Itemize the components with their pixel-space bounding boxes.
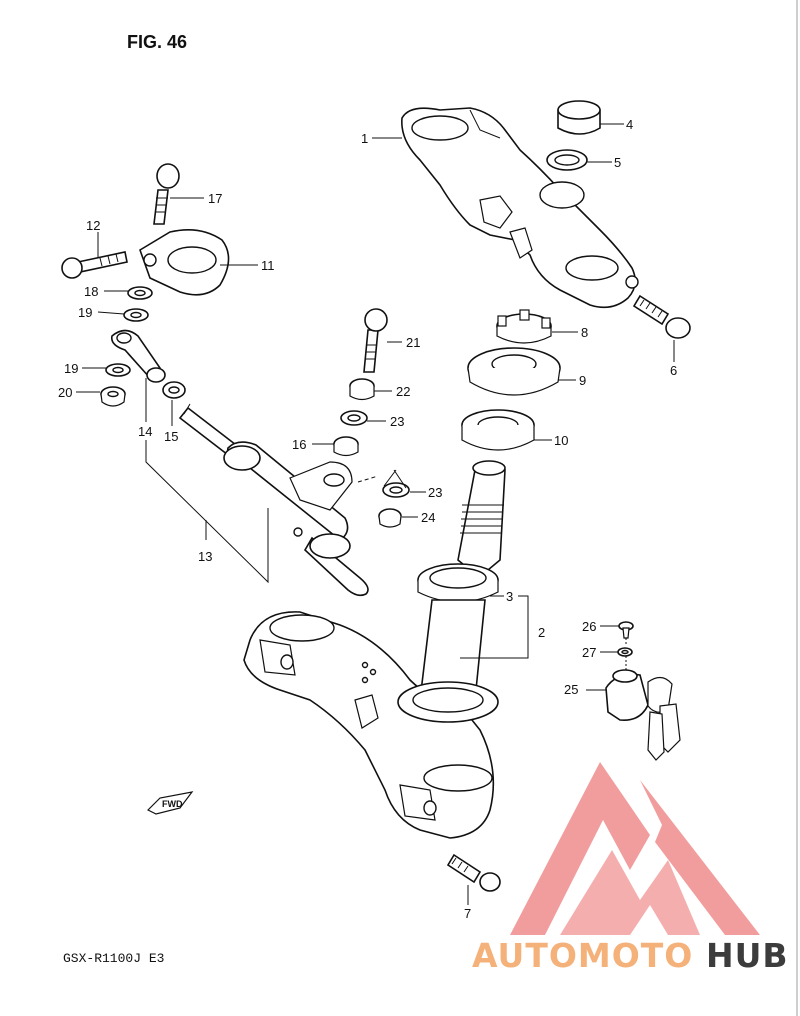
callout-26: 26: [582, 619, 596, 634]
part-bolt-21: [363, 308, 388, 373]
callout-23-lower: 23: [428, 485, 442, 500]
callout-9: 9: [579, 373, 586, 388]
part-washer-5: [546, 149, 588, 171]
callout-19-lower: 19: [64, 361, 78, 376]
callout-4: 4: [626, 117, 633, 132]
part-upper-bracket: [401, 107, 639, 309]
callout-10: 10: [554, 433, 568, 448]
callout-20: 20: [58, 385, 72, 400]
callout-1: 1: [361, 131, 368, 146]
callout-17: 17: [208, 191, 222, 206]
callout-7: 7: [464, 906, 471, 921]
part-washer-23a: [340, 410, 368, 426]
callout-3: 3: [506, 589, 513, 604]
part-washer-18: [127, 286, 153, 300]
callout-21: 21: [406, 335, 420, 350]
callout-15: 15: [164, 429, 178, 444]
callout-16: 16: [292, 437, 306, 452]
callout-18: 18: [84, 284, 98, 299]
fwd-marker-label: FWD: [162, 799, 183, 809]
callouts: 1 2 3 4 5 6 7 8 9 10 11 12 13 14 15 16 1…: [58, 117, 677, 921]
part-steering-stem: [417, 460, 506, 701]
part-steering-damper: [178, 403, 369, 597]
callout-23-upper: 23: [390, 414, 404, 429]
callout-11: 11: [261, 258, 275, 273]
part-bushing-16: [333, 436, 359, 457]
callout-5: 5: [614, 155, 621, 170]
watermark-text-prefix: AUTOMOTO: [472, 936, 693, 975]
callout-24: 24: [421, 510, 435, 525]
leader-lines: [76, 123, 675, 905]
part-nut-20: [100, 386, 126, 407]
callout-13: 13: [198, 549, 212, 564]
watermark-triangle-icon-2: [640, 780, 760, 935]
part-steering-lock: [605, 669, 681, 761]
callout-22: 22: [396, 384, 410, 399]
part-washer-27: [617, 647, 633, 657]
part-bolt-6: [632, 294, 691, 339]
callout-6: 6: [670, 363, 677, 378]
watermark-logo: [510, 762, 760, 935]
fwd-marker: FWD: [146, 791, 194, 815]
callout-25: 25: [564, 682, 578, 697]
callout-2: 2: [538, 625, 545, 640]
part-collar-22: [349, 378, 375, 401]
part-cap: [557, 100, 601, 135]
watermark-triangle-icon: [510, 762, 650, 935]
part-dust-seal: [467, 347, 561, 396]
callout-12: 12: [86, 218, 100, 233]
watermark-text-suffix: HUB: [706, 936, 789, 975]
part-nut-15: [162, 381, 186, 399]
part-nut-24: [378, 508, 402, 528]
watermark-triangle-icon-3: [560, 850, 700, 935]
part-washer-23b: [382, 482, 410, 498]
part-bolt-7: [446, 853, 501, 892]
part-bolt-17: [153, 163, 180, 225]
part-washer-19a: [123, 308, 149, 322]
part-washer-19b: [105, 363, 131, 377]
callout-14: 14: [138, 424, 152, 439]
part-damper-clamp: [139, 229, 230, 296]
figure-title: FIG. 46: [127, 32, 187, 52]
part-lower-bracket: [243, 611, 499, 839]
part-castle-nut: [496, 309, 552, 344]
callout-19-upper: 19: [78, 305, 92, 320]
part-bearing: [461, 409, 535, 451]
callout-27: 27: [582, 645, 596, 660]
model-code: GSX-R1100J E3: [63, 951, 164, 966]
callout-8: 8: [581, 325, 588, 340]
part-screw-26: [618, 621, 634, 639]
part-bolt-12: [61, 251, 128, 279]
part-rod-end-14: [110, 329, 166, 383]
